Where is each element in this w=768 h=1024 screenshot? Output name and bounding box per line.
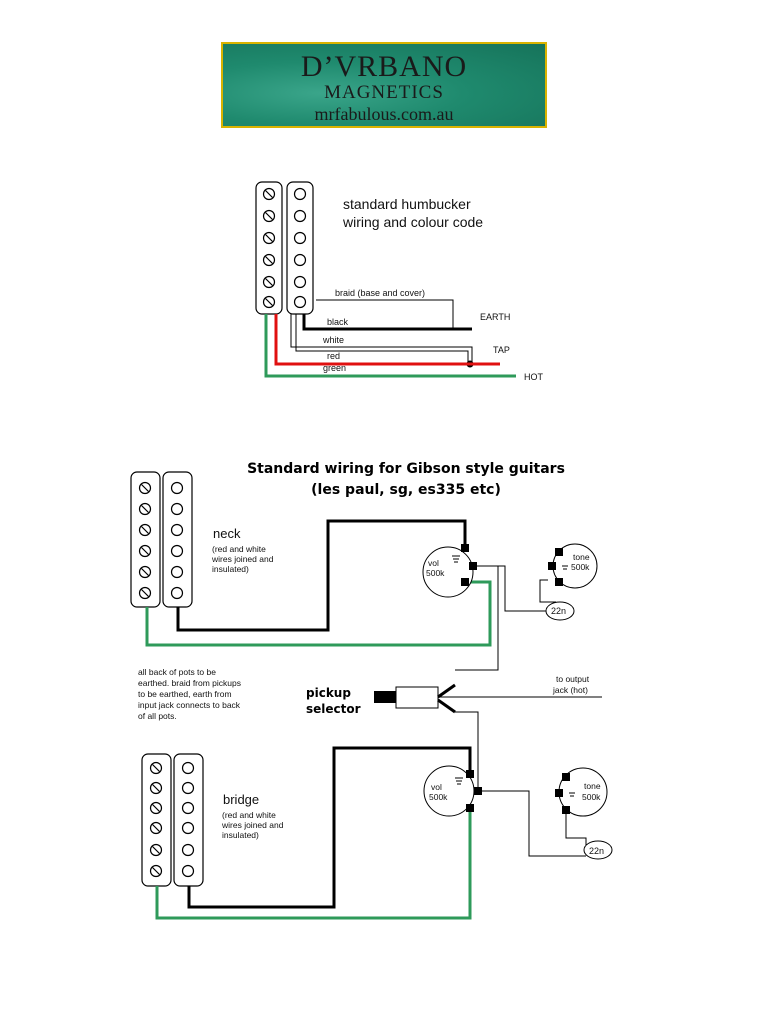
bridge-label: bridge bbox=[223, 792, 259, 807]
bridge-note-2: wires joined and bbox=[221, 820, 284, 830]
humbucker-title-1: standard humbucker bbox=[343, 196, 471, 212]
braid-wire bbox=[316, 299, 454, 328]
gibson-title-2: (les paul, sg, es335 etc) bbox=[311, 482, 501, 498]
neck-vol-label: vol bbox=[428, 558, 439, 568]
neck-tone-to-cap bbox=[539, 579, 556, 603]
ground-note-4: input jack connects to back bbox=[138, 700, 241, 710]
neck-capacitor bbox=[545, 601, 575, 621]
neck-cap-label: 22n bbox=[551, 606, 566, 616]
bridge-tone-label: tone bbox=[584, 781, 601, 791]
ground-note-1: all back of pots to be bbox=[138, 667, 216, 677]
bridge-note-3: insulated) bbox=[222, 830, 259, 840]
neck-tone-pot bbox=[548, 543, 598, 589]
bridge-pickup bbox=[141, 753, 204, 887]
selector-label-1: pickup bbox=[306, 686, 351, 700]
white-wire-outer bbox=[290, 314, 473, 363]
neck-label: neck bbox=[213, 526, 241, 541]
white-wire-inner bbox=[295, 314, 469, 363]
bridge-vol-label: vol bbox=[431, 782, 442, 792]
bridge-green-wire bbox=[155, 810, 472, 920]
bridge-tone-to-cap bbox=[565, 814, 587, 845]
bridge-tone-value: 500k bbox=[582, 792, 601, 802]
black-wire bbox=[302, 314, 472, 331]
earth-label: EARTH bbox=[480, 312, 510, 322]
hot-label: HOT bbox=[524, 372, 544, 382]
bridge-volume-pot bbox=[423, 765, 482, 817]
neck-note-2: wires joined and bbox=[211, 554, 274, 564]
logo-url: mrfabulous.com.au bbox=[314, 104, 454, 124]
green-label: green bbox=[323, 363, 346, 373]
bridge-cap-label: 22n bbox=[589, 846, 604, 856]
white-label: white bbox=[322, 335, 344, 345]
dvrbano-logo: D’VRBANO MAGNETICS mrfabulous.com.au bbox=[221, 42, 547, 128]
black-label: black bbox=[327, 317, 349, 327]
ground-note-5: of all pots. bbox=[138, 711, 177, 721]
neck-pickup bbox=[130, 471, 193, 608]
gibson-title-1: Standard wiring for Gibson style guitars bbox=[247, 461, 565, 477]
neck-vol-value: 500k bbox=[426, 568, 445, 578]
selector-to-bridge-vol bbox=[455, 711, 479, 790]
output-label-1: to output bbox=[556, 674, 590, 684]
tap-label: TAP bbox=[493, 345, 510, 355]
neck-note-1: (red and white bbox=[212, 544, 266, 554]
neck-tone-label: tone bbox=[573, 552, 590, 562]
pickup-selector-switch bbox=[374, 683, 602, 714]
bridge-vol-to-cap bbox=[482, 790, 586, 857]
neck-green-wire bbox=[145, 580, 492, 647]
bridge-black-wire bbox=[187, 746, 472, 909]
selector-label-2: selector bbox=[306, 702, 361, 716]
logo-sub: MAGNETICS bbox=[324, 82, 444, 103]
red-wire bbox=[274, 314, 500, 366]
logo-brand: D’VRBANO bbox=[300, 50, 468, 83]
bridge-capacitor bbox=[583, 840, 613, 860]
neck-vol-to-cap bbox=[484, 565, 546, 612]
humbucker-pickup-top bbox=[255, 181, 314, 315]
output-label-2: jack (hot) bbox=[552, 685, 588, 695]
neck-note-3: insulated) bbox=[212, 564, 249, 574]
humbucker-title-2: wiring and colour code bbox=[342, 214, 483, 230]
braid-label: braid (base and cover) bbox=[335, 288, 425, 298]
ground-note-3: to be earthed, earth from bbox=[138, 689, 232, 699]
bridge-tone-pot bbox=[555, 767, 608, 817]
red-label: red bbox=[327, 351, 340, 361]
bridge-vol-value: 500k bbox=[429, 792, 448, 802]
ground-note-2: earthed. braid from pickups bbox=[138, 678, 241, 688]
neck-black-wire bbox=[176, 519, 467, 632]
neck-volume-pot bbox=[422, 544, 477, 598]
green-wire bbox=[264, 314, 516, 378]
neck-tone-value: 500k bbox=[571, 562, 590, 572]
bridge-note-1: (red and white bbox=[222, 810, 276, 820]
